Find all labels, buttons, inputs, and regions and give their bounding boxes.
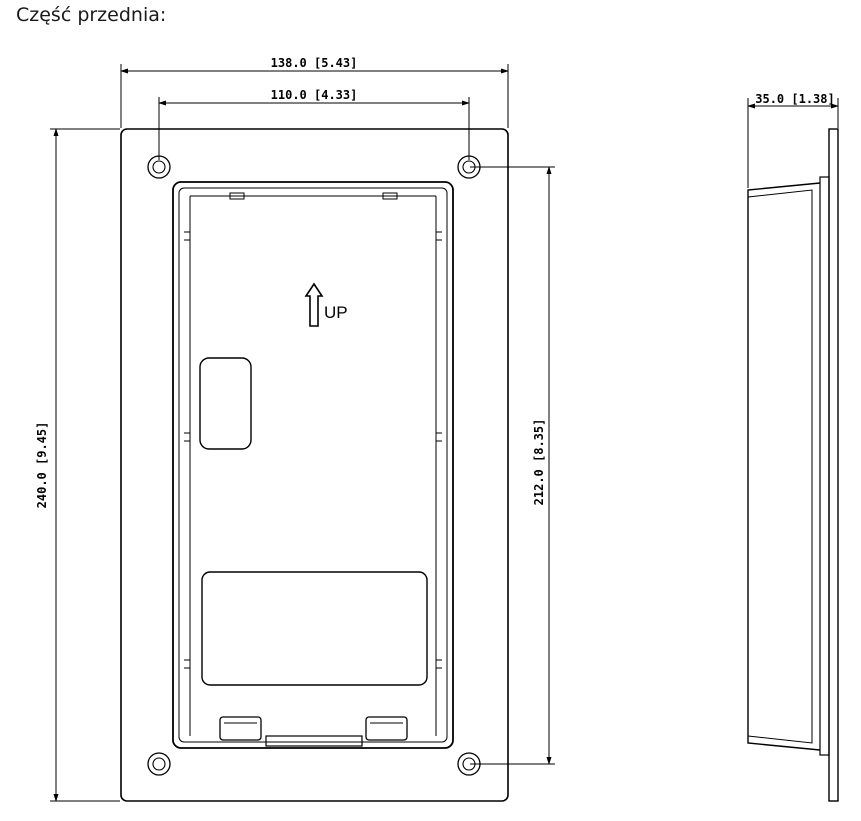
outer-width-label: 138.0 [5.43] (271, 56, 358, 70)
depth-label: 35.0 [1.38] (755, 92, 834, 106)
side-view (747, 128, 839, 802)
up-arrow-icon (304, 282, 324, 327)
front-view: UP (120, 128, 509, 802)
dimension-hole-spacing-height: 212.0 [8.35] (470, 166, 555, 765)
dimension-hole-spacing-width: 110.0 [4.33] (158, 88, 470, 160)
dimension-depth: 35.0 [1.38] (747, 92, 839, 188)
up-label: UP (324, 303, 348, 322)
dimension-outer-width: 138.0 [5.43] (120, 56, 509, 128)
outer-frame (120, 128, 509, 802)
inner-window (172, 181, 454, 749)
cable-cutout (199, 357, 252, 450)
dimension-outer-height: 240.0 [9.45] (35, 128, 120, 802)
mounting-hole-bottom-left (147, 752, 171, 776)
hole-spacing-height-label: 212.0 [8.35] (532, 419, 546, 506)
lower-cutout (201, 571, 428, 686)
hole-spacing-width-label: 110.0 [4.33] (271, 88, 358, 102)
outer-height-label: 240.0 [9.45] (35, 422, 49, 509)
section-caption: Część przednia: (16, 4, 167, 26)
